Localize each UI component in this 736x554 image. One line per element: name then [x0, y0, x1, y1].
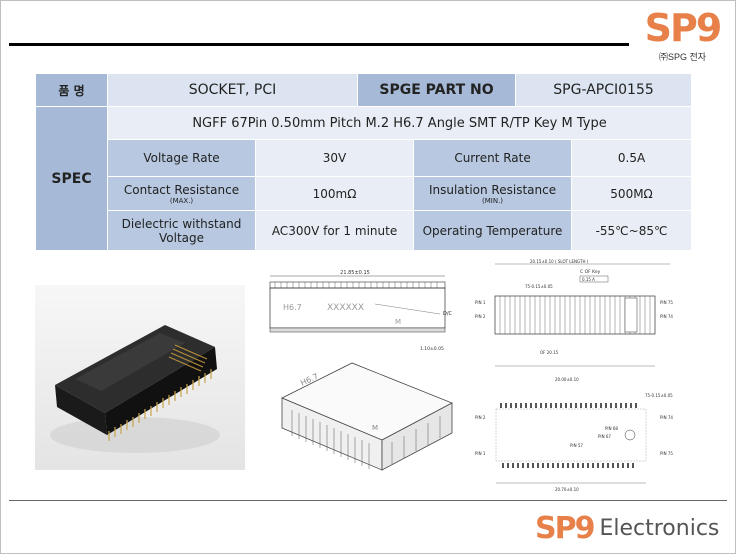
insulation-resistance-value: 500MΩ [571, 176, 693, 211]
dielectric-label: Dielectric withstand Voltage [107, 210, 256, 251]
company-name: ㈜SPG 전자 [658, 52, 707, 62]
current-rate-value: 0.5A [571, 139, 693, 177]
company-logo-bottom: SP9 Electronics [535, 508, 730, 548]
product-photo [35, 285, 245, 470]
top-key-label: C OF Key [580, 269, 601, 275]
spec-table: 품 명 SOCKET, PCI SPGE PART NO SPG-APCI015… [35, 73, 693, 251]
top-pitch-label: 75-0.15±0.05 [525, 284, 553, 289]
front-view-drawing: 21.85±0.15 H6.7 XXXXXX M D/C 1.10±0.05 [255, 268, 465, 353]
insulation-resistance-label: Insulation Resistance (MIN.) [413, 176, 573, 211]
contact-resistance-value: 100mΩ [254, 176, 415, 211]
insulation-resistance-note: (MIN.) [482, 196, 504, 205]
current-rate-label: Current Rate [413, 139, 573, 177]
bot-pin67-label: PIN 67 [598, 434, 611, 439]
isometric-drawing: H6.7 M [272, 358, 462, 478]
pcb-layout-drawing: 20.00±0.10 75-0.15±0.05 PIN 2 [470, 375, 695, 495]
iso-key-label: M [372, 424, 378, 432]
voltage-rate-value: 30V [254, 139, 415, 177]
operating-temp-value: -55℃~85℃ [571, 210, 693, 251]
bot-pitch-label: 75-0.15±0.05 [645, 393, 673, 398]
dielectric-value: AC300V for 1 minute [254, 210, 415, 251]
contact-resistance-note: (MAX.) [169, 196, 194, 205]
top-pin75-label: PIN 75 [660, 300, 673, 305]
dielectric-label-line2: Voltage [158, 230, 204, 245]
dielectric-label-line1: Dielectric withstand [121, 216, 242, 231]
bot-pin68-label: PIN 68 [605, 426, 618, 431]
company-logo-top: SP9 ㈜SPG 전자 [640, 8, 725, 70]
top-slot-label: 20.15±0.10 ( SLOT LENGTH ) [530, 259, 589, 264]
part-no-label: SPGE PART NO [357, 73, 517, 107]
bot-pin2-label: PIN 2 [475, 415, 486, 420]
bottom-rule [9, 500, 727, 501]
bot-dim-label: 20.00±0.10 [555, 377, 579, 382]
front-dim-label: 21.85±0.15 [340, 270, 370, 276]
brand-logo-bottom: SP9 [535, 510, 595, 546]
product-name-label: 품 명 [35, 73, 108, 107]
product-description: NGFF 67Pin 0.50mm Pitch M.2 H6.7 Angle S… [106, 106, 693, 140]
front-bottom-dim: 1.10±0.05 [420, 346, 444, 352]
top-tol-label: 0.15 A [582, 277, 595, 282]
operating-temp-label: Operating Temperature [413, 210, 573, 251]
front-dc-label: D/C [443, 311, 453, 317]
top-rule [9, 43, 629, 46]
voltage-rate-label: Voltage Rate [107, 139, 256, 177]
product-name-value: SOCKET, PCI [106, 73, 359, 107]
front-key-label: M [395, 318, 401, 326]
front-code-label: XXXXXX [327, 303, 364, 313]
spec-label: SPEC [35, 106, 108, 251]
front-mark-label: H6.7 [283, 303, 302, 312]
insulation-resistance-text: Insulation Resistance [428, 182, 557, 197]
electronics-label: Electronics [599, 515, 720, 541]
contact-resistance-label: Contact Resistance (MAX.) [107, 176, 256, 211]
top-view-drawing: 20.15±0.10 ( SLOT LENGTH ) C OF Key 0.15… [470, 258, 695, 373]
bot-pin57-label: PIN 57 [570, 443, 583, 448]
top-pin1-label: PIN 1 [475, 300, 486, 305]
bot-pin1-label: PIN 1 [475, 451, 486, 456]
top-cof-label: OF 20.15 [540, 350, 559, 355]
top-pin2-label: PIN 2 [475, 314, 486, 319]
bot-width-label: 20.70±0.10 [555, 487, 579, 492]
brand-logo-text: SP9 [644, 6, 723, 50]
top-pin74-label: PIN 74 [660, 314, 673, 319]
part-no-value: SPG-APCI0155 [515, 73, 693, 107]
bot-pin75-label: PIN 75 [660, 451, 673, 456]
bot-pin74-label: PIN 74 [660, 415, 673, 420]
contact-resistance-text: Contact Resistance [123, 182, 240, 197]
